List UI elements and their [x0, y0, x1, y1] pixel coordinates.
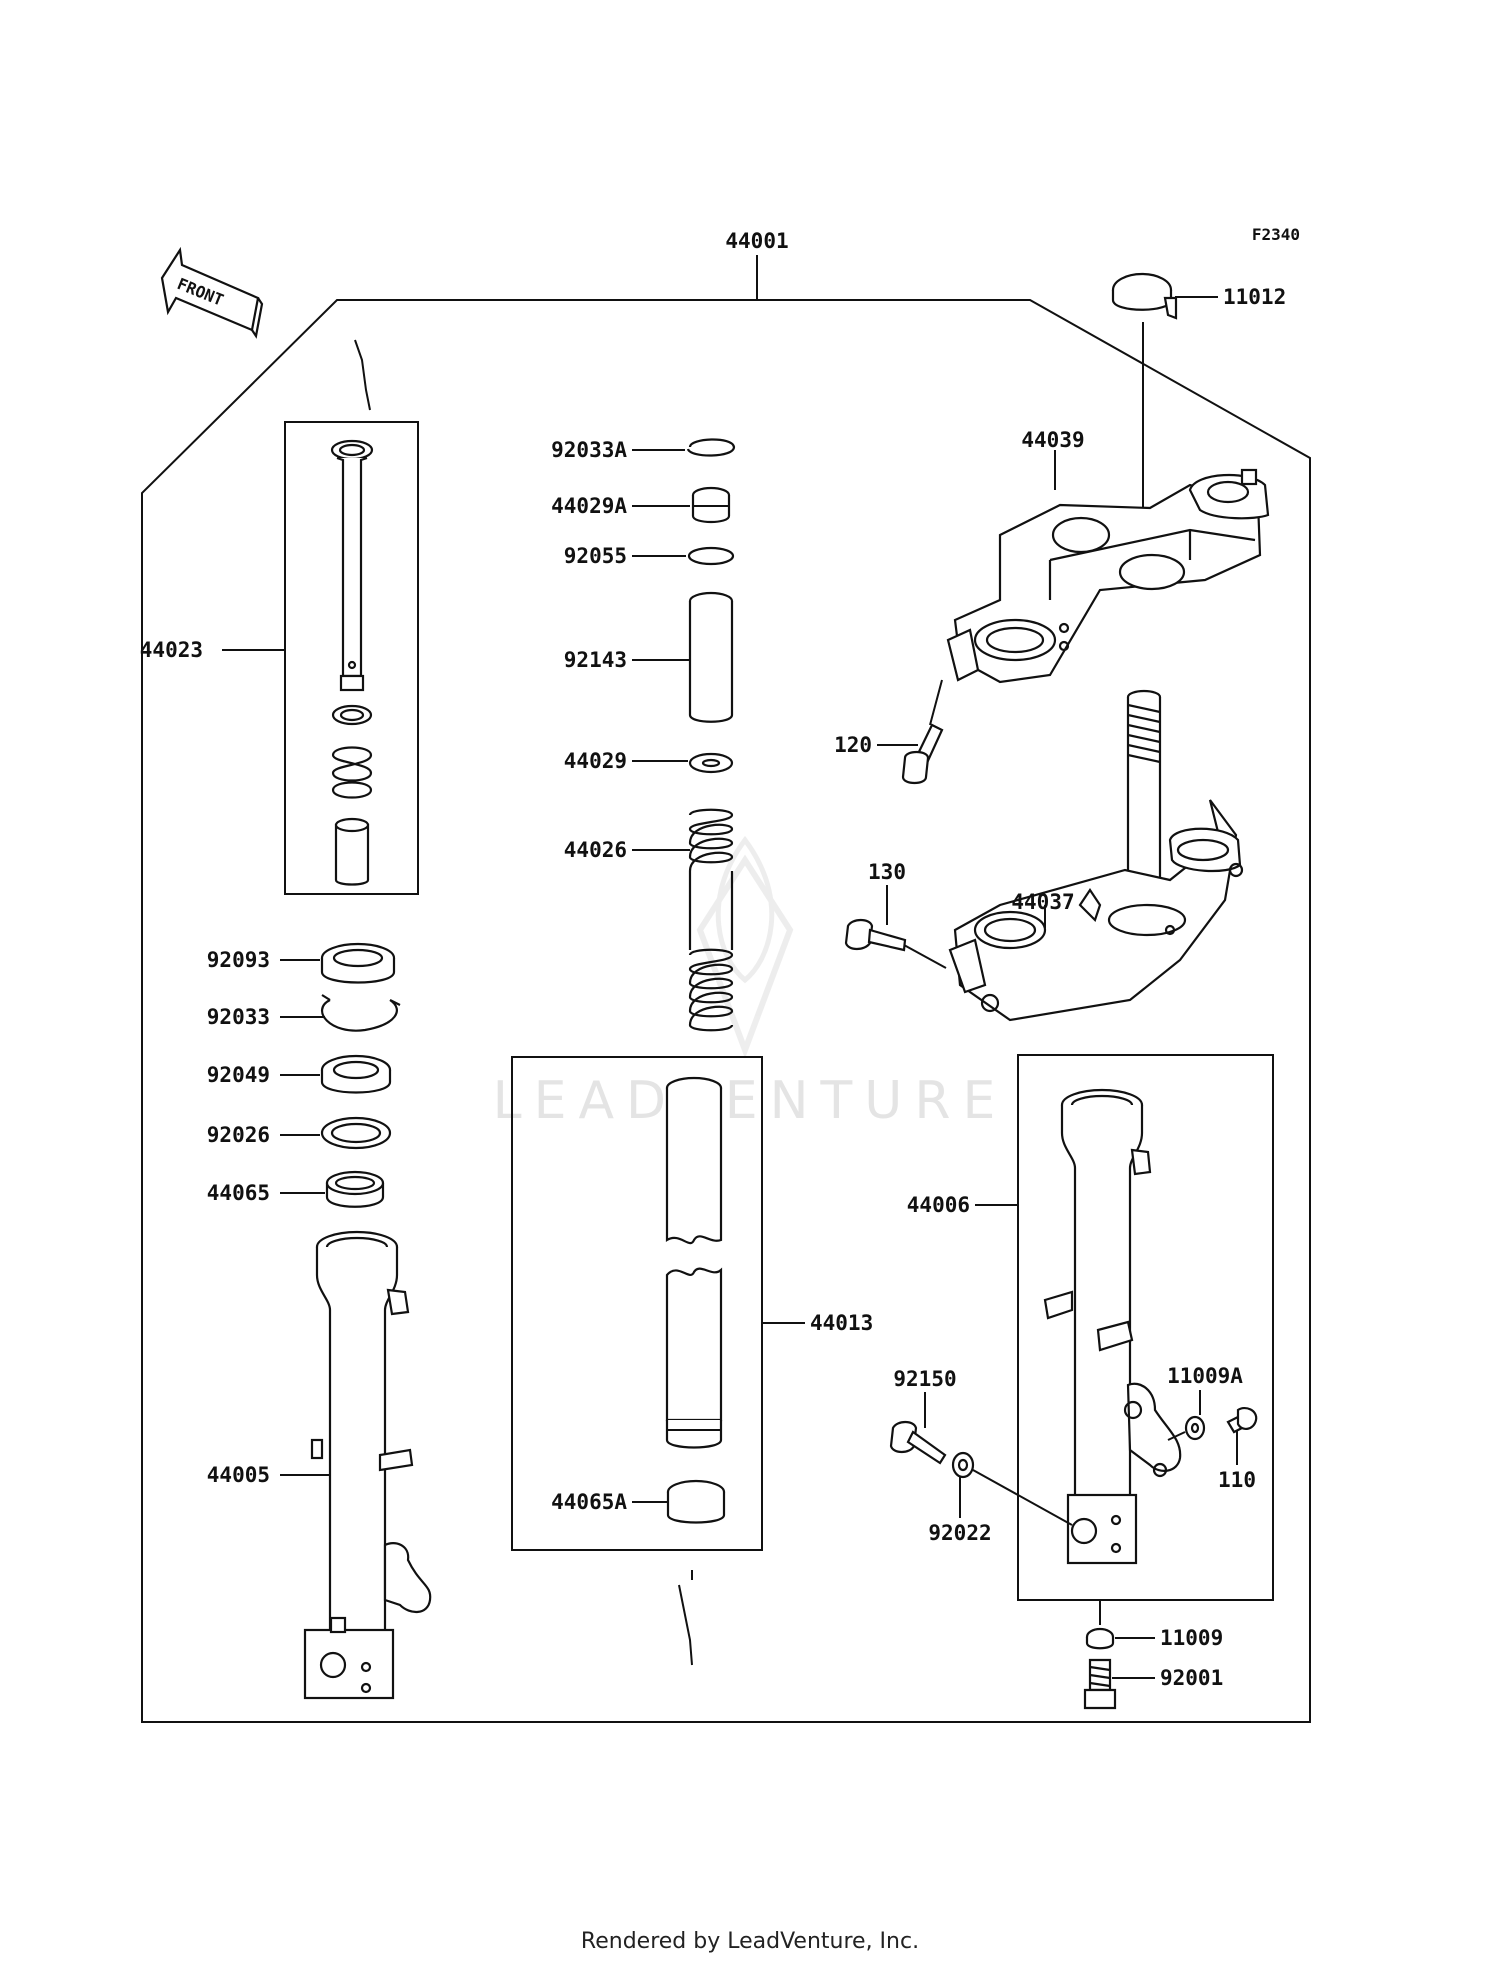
bushing-44065a [666, 1479, 726, 1524]
outer-tube-44005 [303, 1230, 432, 1700]
callout-92026[interactable]: 92026 [207, 1123, 270, 1147]
bolt-92001 [1083, 1658, 1117, 1710]
bolt-110 [1226, 1406, 1258, 1434]
callout-92001[interactable]: 92001 [1160, 1666, 1223, 1690]
watermark-logo [696, 835, 794, 1059]
collar-92143 [688, 591, 734, 723]
circlip-92033 [321, 994, 401, 1032]
washer-44029 [688, 752, 734, 774]
callout-92022[interactable]: 92022 [928, 1521, 991, 1545]
callout-11009[interactable]: 11009 [1160, 1626, 1223, 1650]
circlip-92033a [686, 438, 736, 457]
inner-tube-44013 [665, 1076, 723, 1449]
callout-11009a[interactable]: 11009A [1167, 1364, 1243, 1388]
footer-credit: Rendered by LeadVenture, Inc. [581, 1929, 919, 1954]
washer-92022 [951, 1451, 1073, 1526]
callout-92049[interactable]: 92049 [207, 1063, 270, 1087]
oil-seal-92093 [320, 942, 396, 984]
part-box-44023 [284, 421, 419, 895]
callout-92055[interactable]: 92055 [564, 544, 627, 568]
oil-seal-92049 [320, 1054, 392, 1094]
callout-92150[interactable]: 92150 [893, 1367, 956, 1391]
bolt-130 [844, 918, 947, 969]
callout-44065a[interactable]: 44065A [551, 1490, 627, 1514]
callout-44039[interactable]: 44039 [1021, 428, 1084, 452]
figure-code: F2340 [1252, 225, 1300, 244]
spring-seat-44029a [691, 486, 731, 524]
callout-130[interactable]: 130 [868, 860, 906, 884]
callout-120[interactable]: 120 [834, 733, 872, 757]
upper-bracket-44039 [946, 468, 1270, 684]
callout-92143[interactable]: 92143 [564, 648, 627, 672]
steering-stem-44037 [948, 689, 1244, 1022]
assembly-outline [141, 299, 1311, 1723]
callout-44026[interactable]: 44026 [564, 838, 627, 862]
callout-44001[interactable]: 44001 [725, 229, 788, 253]
callout-92093[interactable]: 92093 [207, 948, 270, 972]
cap-11012 [1111, 272, 1178, 320]
bolt-92150 [889, 1420, 947, 1465]
watermark-text: LEADVENTURE [493, 1071, 1008, 1131]
o-ring-92055 [687, 546, 735, 566]
callout-44065[interactable]: 44065 [207, 1181, 270, 1205]
bolt-120 [901, 679, 944, 785]
fork-spring-44026 [688, 808, 734, 1032]
callout-92033[interactable]: 92033 [207, 1005, 270, 1029]
callout-44023[interactable]: 44023 [140, 638, 203, 662]
callout-44005[interactable]: 44005 [207, 1463, 270, 1487]
bushing-44065 [325, 1170, 385, 1208]
callout-92033a[interactable]: 92033A [551, 438, 627, 462]
damper-rod-part [330, 439, 374, 886]
callout-110[interactable]: 110 [1218, 1468, 1256, 1492]
outer-tube-44006 [1043, 1088, 1182, 1565]
part-box-44006 [1017, 1054, 1274, 1601]
callout-44006[interactable]: 44006 [907, 1193, 970, 1217]
part-box-44013 [511, 1056, 763, 1551]
break-mark-bottom-mid [678, 1584, 693, 1666]
callout-44029[interactable]: 44029 [564, 749, 627, 773]
washer-11009 [1085, 1627, 1115, 1650]
callout-44037[interactable]: 44037 [1011, 890, 1074, 914]
break-mark-top-left [354, 339, 371, 411]
washer-92026 [320, 1116, 392, 1150]
callout-44029a[interactable]: 44029A [551, 494, 627, 518]
callout-44013[interactable]: 44013 [810, 1311, 873, 1335]
washer-11009a [1167, 1415, 1206, 1441]
callout-11012[interactable]: 11012 [1223, 285, 1286, 309]
front-arrow-icon: FRONT [160, 246, 264, 339]
